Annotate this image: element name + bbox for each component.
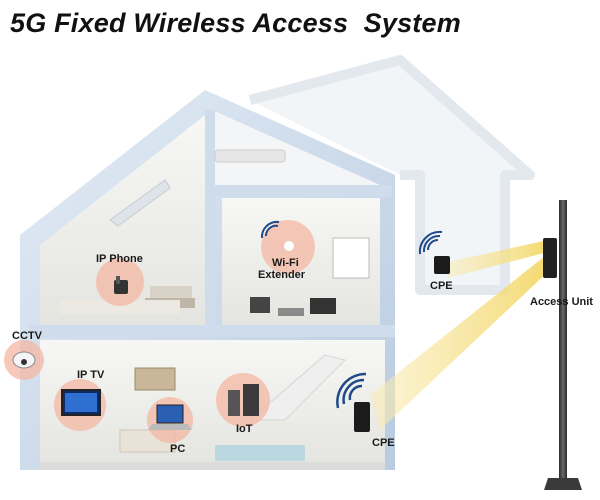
iot-label: IoT: [236, 423, 253, 435]
access-unit-label: Access Unit: [530, 296, 593, 308]
wifi-icon: [260, 220, 294, 251]
upper-left-room: [60, 179, 195, 314]
antenna-icon: [543, 238, 557, 278]
cpe-icon: [434, 256, 450, 274]
pc-label: PC: [170, 443, 186, 455]
cpe-lower-device: [336, 372, 370, 432]
wifi-extender-label-line1: Wi-Fi: [272, 257, 299, 269]
cpe-icon: [354, 402, 370, 432]
laptop-icon: [148, 404, 192, 430]
upper-right-room: [214, 149, 370, 316]
cpe-upper-device: [418, 230, 450, 274]
cctv-label: CCTV: [12, 330, 42, 342]
background-house-outline: [248, 55, 535, 295]
beam-to-upper-cpe: [448, 240, 548, 278]
wifi-extender-label-line2: Extender: [258, 269, 306, 281]
access-unit-pole: [543, 200, 582, 490]
cpe-lower-label: CPE: [372, 437, 395, 449]
ip-phone-label: IP Phone: [96, 253, 143, 265]
signal-beams: [370, 240, 552, 430]
ip-tv-label: IP TV: [77, 369, 105, 381]
tv-icon: [61, 389, 101, 416]
ground-floor: [40, 354, 385, 470]
cpe-upper-label: CPE: [430, 280, 453, 292]
camera-icon: [12, 351, 36, 369]
beam-to-lower-cpe: [370, 256, 552, 430]
appliance-icon: [228, 384, 259, 416]
diagram-title: 5G Fixed Wireless Access System: [10, 8, 461, 38]
phone-icon: [114, 276, 128, 294]
house-frame: [20, 90, 395, 470]
device-icons: [12, 220, 294, 430]
